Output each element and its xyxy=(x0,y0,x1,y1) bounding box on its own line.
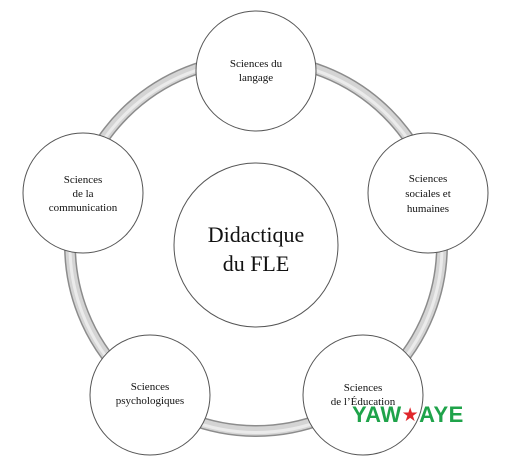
node-sociales-line-2: sociales et xyxy=(405,188,451,200)
node-communication-line-3: communication xyxy=(49,202,118,214)
watermark-logo: YAW★AYE xyxy=(352,404,464,426)
node-psycho-line-2: psychologiques xyxy=(116,395,184,407)
node-education-line-2: de l’Éducation xyxy=(331,396,396,408)
node-sociales-line-3: humaines xyxy=(407,203,449,215)
node-sciences-du-langage: Sciences du langage xyxy=(195,10,317,132)
star-icon: ★ xyxy=(401,405,420,426)
center-line-2: du FLE xyxy=(223,251,290,276)
node-psycho-line-1: Sciences xyxy=(131,381,169,393)
node-sciences-de-l-education: Sciences de l’Éducation xyxy=(302,334,424,456)
watermark-text-right: AYE xyxy=(419,402,464,427)
node-sciences-de-la-communication: Sciences de la communication xyxy=(22,132,144,254)
node-sociales-line-1: Sciences xyxy=(409,173,447,185)
center-node: Didactique du FLE xyxy=(173,162,339,328)
node-sciences-sociales-et-humaines: Sciences sociales et humaines xyxy=(367,132,489,254)
node-langage-line-1: Sciences du xyxy=(230,58,283,70)
node-langage-line-2: langage xyxy=(239,72,273,84)
node-communication-line-1: Sciences xyxy=(64,174,102,186)
center-line-1: Didactique xyxy=(208,222,305,247)
watermark-text-left: YAW xyxy=(352,402,402,427)
node-education-line-1: Sciences xyxy=(344,382,382,394)
node-sciences-psychologiques: Sciences psychologiques xyxy=(89,334,211,456)
node-communication-line-2: de la xyxy=(72,188,93,200)
